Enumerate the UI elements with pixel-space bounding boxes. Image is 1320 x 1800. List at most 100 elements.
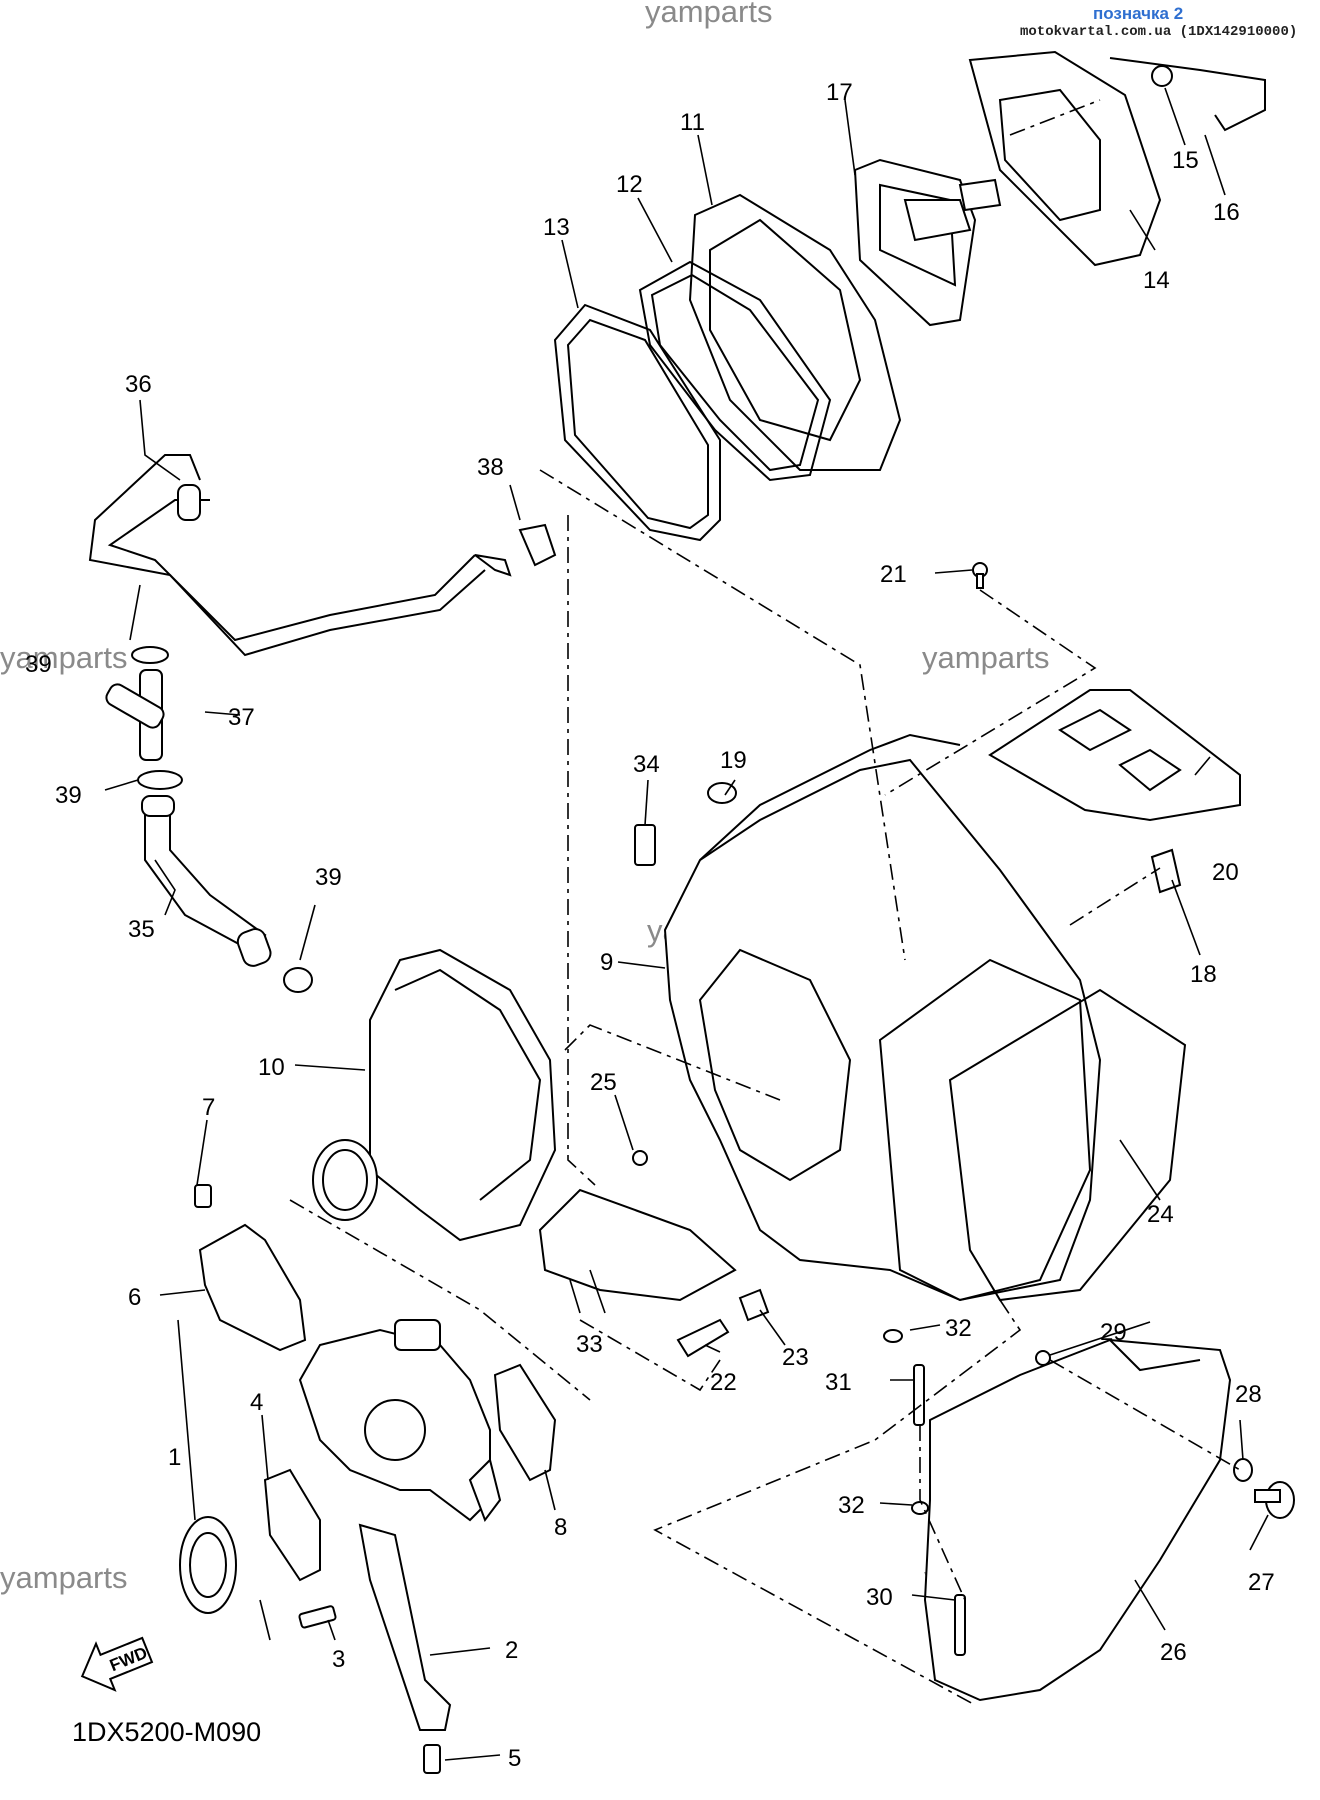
callout-14: 14	[1143, 267, 1170, 294]
callout-18: 18	[1190, 961, 1217, 988]
part-33-plate	[538, 1188, 737, 1302]
part-21-screw	[972, 562, 988, 589]
part-9-airbox	[663, 733, 1102, 1302]
fwd-arrow: FWD	[80, 1636, 154, 1692]
callout-13: 13	[543, 214, 570, 241]
callout-36: 36	[125, 371, 152, 398]
header-source: motokvartal.com.ua (1DX142910000)	[1020, 24, 1298, 40]
callout-39-top: 39	[25, 651, 52, 678]
callout-6: 6	[128, 1284, 141, 1311]
callout-35: 35	[128, 916, 155, 943]
assembly-line	[579, 1319, 721, 1392]
callout-2: 2	[505, 1637, 518, 1664]
callout-16: 16	[1213, 199, 1240, 226]
assembly-line	[289, 1199, 591, 1401]
callout-29: 29	[1100, 1319, 1127, 1346]
callout-32-upper: 32	[945, 1315, 972, 1342]
throttle-body	[298, 1319, 502, 1523]
callout-39-mid: 39	[55, 782, 82, 809]
diagram-code: 1DX5200-M090	[72, 1717, 262, 1747]
watermark-bottom-left: yamparts	[0, 1560, 128, 1595]
part-25-screw	[632, 1150, 648, 1166]
part-11-filter	[688, 193, 902, 471]
callout-33: 33	[576, 1331, 603, 1358]
part-15-washer	[1151, 65, 1173, 87]
callout-9: 9	[600, 949, 613, 976]
part-32-clip-upper	[883, 1329, 903, 1343]
part-31-bolt	[913, 1364, 925, 1426]
part-24-gasket	[948, 988, 1187, 1302]
callout-10: 10	[258, 1054, 285, 1081]
part-27-fastener	[1254, 1481, 1295, 1519]
callout-11: 11	[680, 109, 705, 136]
assembly-line	[919, 1425, 966, 1601]
callout-26: 26	[1160, 1639, 1187, 1666]
callout-20: 20	[1212, 859, 1239, 886]
part-7-bolt	[194, 1184, 212, 1208]
callout-27: 27	[1248, 1569, 1275, 1596]
callout-25: 25	[590, 1069, 617, 1096]
part-35-hose	[141, 795, 272, 967]
assembly-line	[1049, 1359, 1241, 1471]
part-10-duct	[312, 948, 557, 1242]
assembly-line	[539, 469, 906, 961]
watermark-left: yamparts	[0, 640, 128, 675]
part-26-side-cover	[923, 1338, 1232, 1702]
part-16-strap	[1109, 57, 1266, 132]
assembly-line	[653, 1299, 1022, 1706]
part-14-cover	[968, 50, 1162, 267]
callout-4: 4	[250, 1389, 263, 1416]
callout-32-lower: 32	[838, 1492, 865, 1519]
part-39-clip-low	[283, 967, 313, 993]
part-12-frame	[638, 260, 832, 482]
assembly-line	[564, 1024, 781, 1101]
callout-15: 15	[1172, 147, 1199, 174]
part-39-clip-top	[131, 646, 169, 664]
callout-38: 38	[477, 454, 504, 481]
part-2-stay	[358, 1523, 452, 1731]
callout-7: 7	[202, 1094, 215, 1121]
part-39-clip-mid	[137, 770, 183, 790]
part-28-washer	[1233, 1458, 1253, 1482]
header-link[interactable]: позначка 2	[1093, 4, 1184, 23]
assembly-line	[884, 589, 1097, 796]
part-8-clamp	[493, 1363, 557, 1482]
part-32-clip-lower	[911, 1501, 929, 1515]
callout-37: 37	[228, 704, 255, 731]
assembly-line	[567, 515, 596, 1186]
part-4-clamp	[263, 1468, 321, 1582]
callout-5: 5	[508, 1745, 521, 1772]
part-20-plate	[988, 689, 1241, 822]
callout-12: 12	[616, 171, 643, 198]
part-34-bolt	[634, 824, 656, 866]
callout-numbers: 1 2 3 4 5 6 7 8 9 10 11 12 13 14 15 16 1…	[25, 79, 1275, 1772]
callout-19: 19	[720, 747, 747, 774]
part-30-bolt	[954, 1594, 966, 1656]
part-36-hose	[88, 454, 512, 657]
callout-8: 8	[554, 1514, 567, 1541]
callout-23: 23	[782, 1344, 809, 1371]
callout-39-low: 39	[315, 864, 342, 891]
part-6-bracket	[198, 1223, 307, 1352]
callout-24: 24	[1147, 1201, 1174, 1228]
leader-lines	[104, 87, 1269, 1761]
callout-34: 34	[633, 751, 660, 778]
callout-30: 30	[866, 1584, 893, 1611]
part-37-tjoint	[105, 669, 165, 761]
watermark-right: yamparts	[922, 640, 1050, 675]
callout-1: 1	[168, 1444, 181, 1471]
callout-17: 17	[826, 79, 853, 106]
part-13-seal	[553, 303, 721, 542]
part-5-bolt	[423, 1744, 441, 1774]
part-22-pin	[676, 1318, 730, 1358]
callout-3: 3	[332, 1646, 345, 1673]
callout-21: 21	[880, 561, 907, 588]
callout-22: 22	[710, 1369, 737, 1396]
part-1-joint	[179, 1516, 237, 1614]
assembly-line	[1069, 867, 1161, 926]
part-38-clamp	[518, 523, 557, 567]
callout-31: 31	[825, 1369, 852, 1396]
callout-28: 28	[1235, 1381, 1262, 1408]
part-3-bolt	[298, 1605, 337, 1629]
